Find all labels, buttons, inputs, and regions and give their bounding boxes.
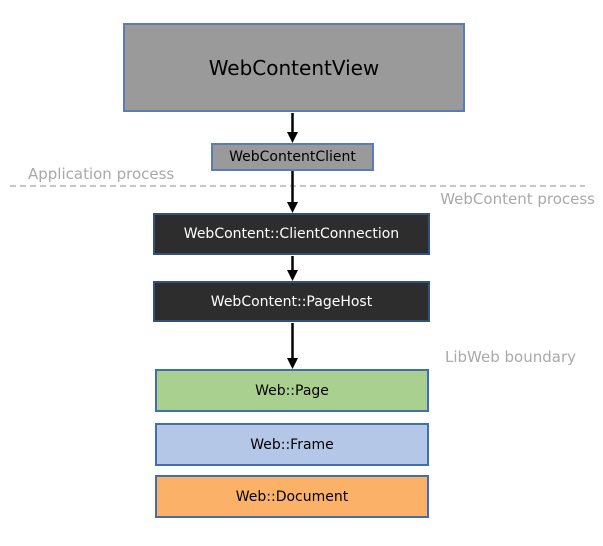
node-web-document: Web::Document bbox=[155, 475, 429, 518]
arrow-clientconnection-to-pagehost bbox=[287, 256, 298, 281]
node-webcontent-clientconnection-label: WebContent::ClientConnection bbox=[183, 226, 400, 242]
node-web-frame: Web::Frame bbox=[155, 423, 429, 466]
arrow-client-to-clientconnection bbox=[287, 171, 298, 213]
label-webcontent-process: WebContent process bbox=[440, 190, 595, 208]
node-web-document-label: Web::Document bbox=[235, 488, 349, 505]
node-web-page-label: Web::Page bbox=[255, 382, 329, 399]
node-web-frame-label: Web::Frame bbox=[250, 436, 334, 453]
label-application-process: Application process bbox=[28, 165, 175, 183]
node-webcontent-pagehost: WebContent::PageHost bbox=[153, 281, 430, 322]
node-web-page: Web::Page bbox=[155, 369, 429, 412]
node-webcontentview-label: WebContentView bbox=[208, 55, 380, 80]
label-libweb-boundary: LibWeb boundary bbox=[445, 348, 576, 366]
node-webcontentclient-label: WebContentClient bbox=[229, 149, 356, 165]
node-webcontent-clientconnection: WebContent::ClientConnection bbox=[153, 213, 430, 255]
node-webcontent-pagehost-label: WebContent::PageHost bbox=[210, 293, 373, 310]
node-webcontentview: WebContentView bbox=[123, 23, 465, 112]
arrow-pagehost-to-page bbox=[287, 323, 298, 369]
node-webcontentclient: WebContentClient bbox=[211, 143, 374, 171]
arrow-view-to-client bbox=[287, 113, 298, 143]
